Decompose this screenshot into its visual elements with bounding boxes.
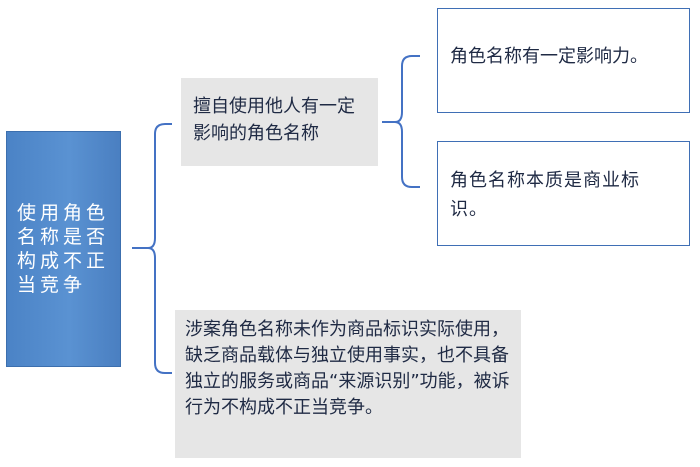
lower-branch-text: 涉案角色名称未作为商品标识实际使用，缺乏商品载体与独立使用事实，也不具备独立的服… [185, 319, 510, 418]
root-bracket [132, 123, 172, 374]
leaf-node-influence-text: 角色名称有一定影响力。 [450, 46, 648, 67]
leaf-node-influence: 角色名称有一定影响力。 [437, 8, 690, 113]
upper-branch-node: 擅自使用他人有一定影响的角色名称 [181, 78, 378, 166]
root-node-text: 使用角色名称是否构成不正当竞争 [17, 202, 110, 296]
leaf-node-commercial-mark: 角色名称本质是商业标识。 [437, 141, 690, 246]
lower-branch-node: 涉案角色名称未作为商品标识实际使用，缺乏商品载体与独立使用事实，也不具备独立的服… [175, 310, 521, 458]
root-node: 使用角色名称是否构成不正当竞争 [6, 131, 121, 367]
upper-bracket [382, 55, 420, 188]
upper-branch-text: 擅自使用他人有一定影响的角色名称 [193, 96, 355, 144]
leaf-node-commercial-mark-text: 角色名称本质是商业标识。 [450, 170, 640, 220]
